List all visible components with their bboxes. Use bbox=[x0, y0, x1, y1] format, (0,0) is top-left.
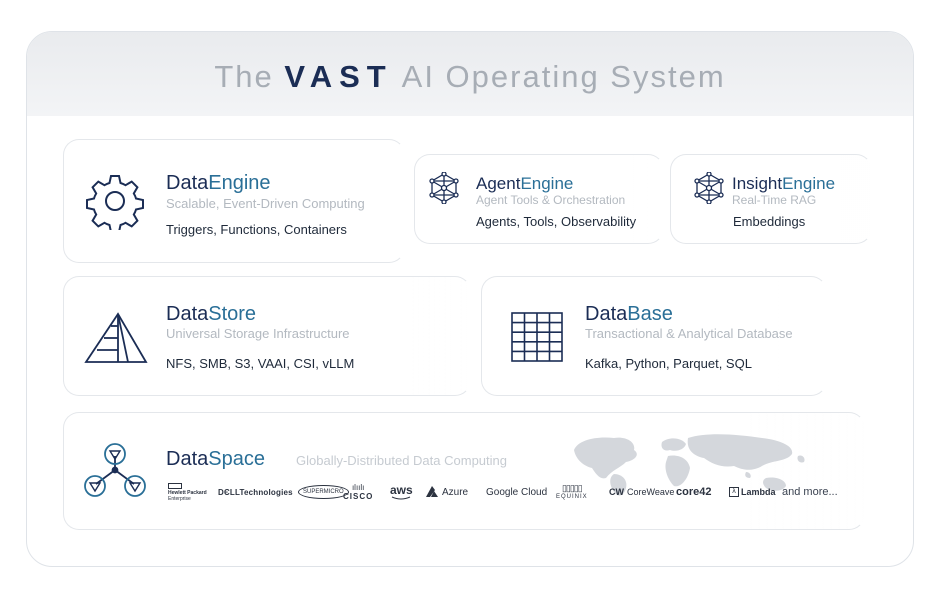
insightengine-subtitle: Real-Time RAG bbox=[732, 193, 817, 207]
dataengine-subtitle: Scalable, Event-Driven Computing bbox=[166, 196, 365, 211]
title-band: The VAST AI Operating System bbox=[27, 32, 913, 116]
coreweave-logo: CW CoreWeave bbox=[609, 487, 675, 497]
insightengine-heading: InsightEngine bbox=[732, 174, 836, 193]
lambda-logo: λ Lambda bbox=[729, 480, 776, 504]
datastore-items: NFS, SMB, S3, VAAI, CSI, vLLM bbox=[166, 356, 355, 371]
datastore-heading: DataStore bbox=[166, 303, 257, 325]
layered-pyramid-icon bbox=[84, 312, 150, 364]
dataspace-card bbox=[63, 412, 865, 530]
gear-icon bbox=[86, 172, 144, 230]
azure-logo: Azure bbox=[426, 480, 468, 504]
datastore-subtitle: Universal Storage Infrastructure bbox=[166, 326, 350, 341]
and-more-link: and more... bbox=[782, 486, 838, 498]
dataspace-subtitle: Globally-Distributed Data Computing bbox=[296, 453, 507, 468]
supermicro-logo: SUPERMICRO bbox=[298, 480, 349, 504]
dataengine-heading: DataEngine bbox=[166, 172, 271, 194]
database-heading: DataBase bbox=[585, 303, 673, 325]
cisco-logo: ılıılı CISCO bbox=[343, 482, 374, 501]
agentengine-subtitle: Agent Tools & Orchestration bbox=[476, 193, 626, 207]
page-title: The VAST AI Operating System bbox=[27, 59, 913, 95]
aws-logo: aws bbox=[390, 483, 413, 500]
equinix-logo: ▯▯▯▯▯ EQUINIX bbox=[556, 483, 588, 500]
dataspace-heading: DataSpace bbox=[166, 448, 265, 470]
database-card bbox=[481, 276, 827, 396]
azure-icon bbox=[426, 486, 438, 497]
insightengine-neural-network-icon bbox=[693, 172, 725, 204]
dataengine-items: Triggers, Functions, Containers bbox=[166, 222, 347, 237]
title-prefix: The bbox=[214, 59, 274, 94]
dell-logo: DЄLLTechnologies bbox=[218, 487, 293, 497]
agentengine-heading: AgentEngine bbox=[476, 174, 574, 193]
database-items: Kafka, Python, Parquet, SQL bbox=[585, 356, 752, 371]
lambda-icon: λ bbox=[729, 487, 739, 497]
hpe-logo: Hewlett Packard Enterprise bbox=[168, 480, 207, 504]
dataengine-card bbox=[63, 139, 405, 263]
grid-table-icon bbox=[511, 312, 563, 362]
insightengine-items: Embeddings bbox=[733, 214, 806, 229]
agentengine-items: Agents, Tools, Observability bbox=[476, 214, 637, 229]
title-suffix: AI Operating System bbox=[401, 59, 726, 94]
connected-nodes-icon bbox=[82, 442, 148, 500]
world-map-graphic bbox=[566, 428, 828, 498]
title-brand: VAST bbox=[284, 59, 393, 94]
agentengine-card bbox=[414, 154, 664, 244]
agentengine-neural-network-icon bbox=[428, 172, 460, 204]
partner-logos: Hewlett Packard Enterprise DЄLLTechnolog… bbox=[0, 480, 942, 504]
core42-logo: core42 bbox=[676, 486, 712, 498]
database-subtitle: Transactional & Analytical Database bbox=[585, 326, 793, 341]
google-cloud-logo: Google Cloud bbox=[486, 486, 548, 498]
